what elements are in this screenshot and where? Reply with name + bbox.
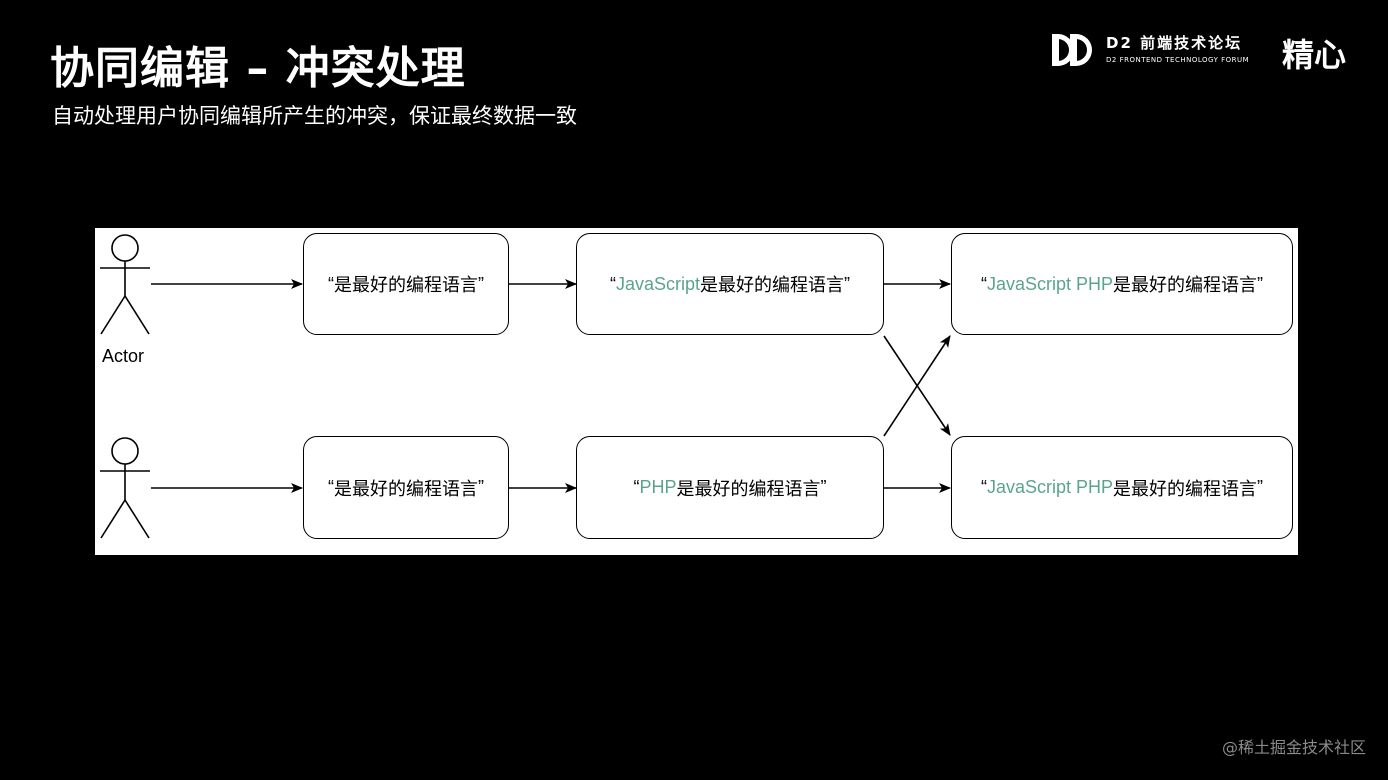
- slide-title: 协同编辑 – 冲突处理: [50, 43, 466, 94]
- slide-subtitle: 自动处理用户协同编辑所产生的冲突，保证最终数据一致: [52, 104, 577, 128]
- arrow-bottom2-to-top3: [883, 335, 951, 437]
- d2-brand: D2 前端技术论坛 D2 FRONTEND TECHNOLOGY FORUM: [1052, 34, 1249, 66]
- jingxin-logo: 精心: [1282, 36, 1347, 74]
- diagram-panel: Actor “是最好的编程语言” “JavaScript 是最好的编程语言” “…: [95, 228, 1298, 555]
- node-top-1: “是最好的编程语言”: [303, 233, 509, 335]
- brand-forum-cn: D2 前端技术论坛: [1106, 34, 1243, 52]
- watermark: @稀土掘金技术社区: [1221, 738, 1366, 757]
- node-top-3: “JavaScript PHP 是最好的编程语言”: [951, 233, 1293, 335]
- actor-icon: [100, 234, 150, 335]
- actor-icon: [100, 437, 150, 539]
- node-bottom-2: “PHP 是最好的编程语言”: [576, 436, 884, 539]
- node-bottom-3: “JavaScript PHP 是最好的编程语言”: [951, 436, 1293, 539]
- actor-label: Actor: [102, 346, 145, 366]
- node-top-2: “JavaScript 是最好的编程语言”: [576, 233, 884, 335]
- brand-forum-en: D2 FRONTEND TECHNOLOGY FORUM: [1106, 56, 1250, 64]
- d2-logo-icon: [1052, 34, 1092, 66]
- node-bottom-1: “是最好的编程语言”: [303, 436, 509, 539]
- diagram-connectors: [100, 234, 951, 539]
